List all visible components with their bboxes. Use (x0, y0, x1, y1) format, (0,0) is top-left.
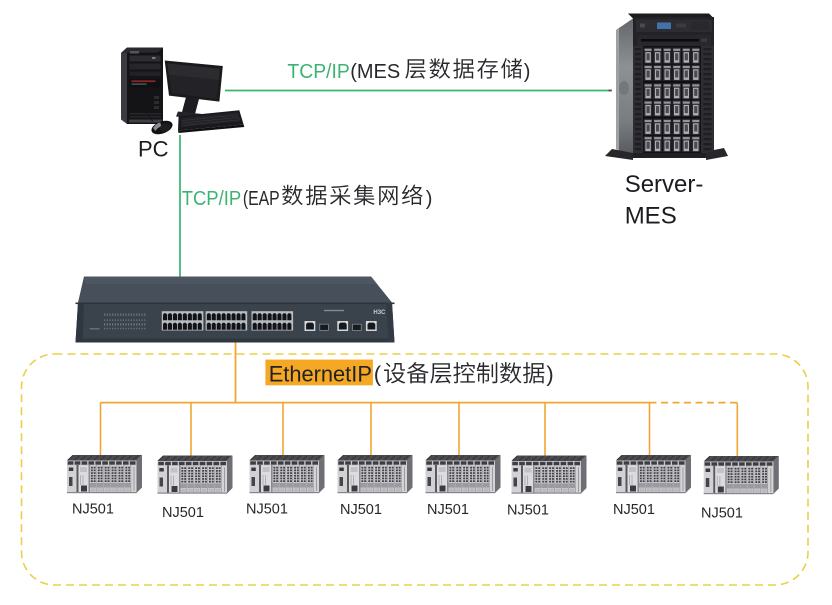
svg-text:NJ501: NJ501 (340, 502, 382, 518)
svg-text:PC: PC (138, 137, 169, 162)
svg-text:): ) (426, 188, 433, 210)
svg-text:Server-: Server- (625, 171, 704, 198)
svg-text:NJ501: NJ501 (246, 502, 288, 518)
svg-text:TCP/IP: TCP/IP (287, 61, 349, 83)
svg-text:MES: MES (625, 203, 677, 230)
svg-text:(: ( (374, 361, 382, 386)
svg-text:H3C: H3C (373, 310, 386, 316)
svg-text:NJ501: NJ501 (162, 505, 204, 521)
svg-text:NJ501: NJ501 (72, 502, 114, 518)
svg-text:NJ501: NJ501 (507, 503, 549, 519)
svg-text:NJ501: NJ501 (613, 502, 655, 518)
svg-text:EthernetIP: EthernetIP (269, 361, 372, 386)
svg-text:TCP/IP: TCP/IP (182, 188, 242, 210)
svg-text:NJ501: NJ501 (701, 506, 743, 522)
svg-text:(MES: (MES (350, 61, 400, 83)
svg-text:(EAP: (EAP (243, 188, 280, 210)
svg-text:): ) (546, 361, 553, 386)
svg-text:NJ501: NJ501 (427, 502, 469, 518)
svg-text:): ) (524, 61, 531, 83)
